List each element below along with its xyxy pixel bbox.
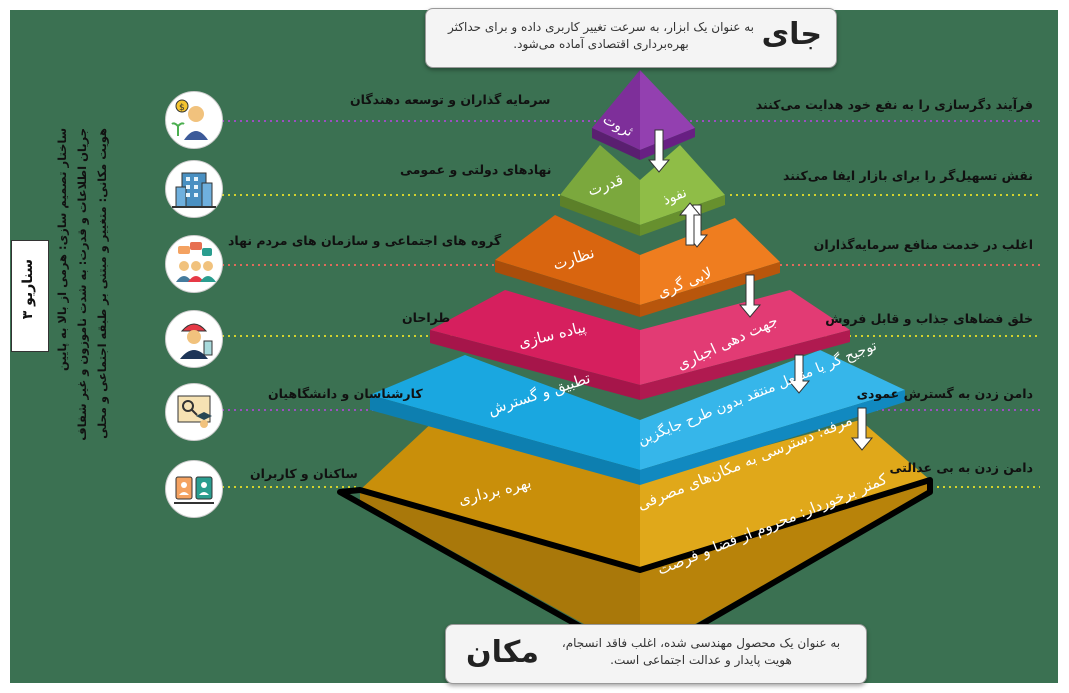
bottom-box-text: به عنوان یک محصول مهندسی شده، اغلب فاقد … (561, 636, 841, 667)
role-label-5: دامن زدن به گسترش عمودی (856, 386, 1033, 401)
layer-5-blue (370, 350, 905, 485)
layer-6-gold (337, 420, 933, 663)
role-label-2: نقش تسهیل‌گر را برای بازار ایفا می‌کنند (783, 168, 1033, 183)
top-box-text: به عنوان یک ابزار، به سرعت تغییر کاربری … (448, 20, 754, 51)
connector-lines (222, 120, 1040, 488)
top-box-title: جای (761, 17, 822, 52)
scenario-title-box: سناریو ۳ (11, 240, 49, 352)
down-arrow-3 (738, 274, 762, 318)
bottom-box-title: مکان (466, 635, 539, 670)
up-arrow-2 (678, 202, 702, 246)
bottom-info-box: مکان به عنوان یک محصول مهندسی شده، اغلب … (445, 624, 867, 684)
role-label-4: خلق فضاهای جذاب و قابل فروش (825, 311, 1033, 326)
down-arrow-5 (850, 407, 874, 451)
svg-text:$: $ (179, 103, 185, 113)
academic-icon (165, 383, 223, 441)
scenario-title: سناریو ۳ (20, 259, 36, 320)
layer-3-orange (495, 215, 780, 317)
community-icon (165, 235, 223, 293)
role-label-6: دامن زدن به بی عدالتی (889, 460, 1033, 475)
actor-label-6: ساکنان و کاربران (250, 466, 358, 481)
designer-icon (165, 310, 223, 368)
down-arrow-1 (647, 129, 671, 173)
scenario-bullet-2: جریان اطلاعات و قدرت: به شدت ناموزون و غ… (75, 128, 89, 441)
investor-icon: $ (165, 91, 223, 149)
actor-label-4: طراحان (402, 310, 451, 325)
residents-icon (165, 460, 223, 518)
top-info-box: جای به عنوان یک ابزار، به سرعت تغییر کار… (425, 8, 837, 68)
actor-label-2: نهادهای دولتی و عمومی (400, 162, 552, 177)
scenario-bullet-3: هویت مکانی: متغییر و مبتنی بر طبقه اجتما… (95, 128, 109, 439)
actor-label-1: سرمایه گذاران و توسعه دهندگان (350, 92, 551, 107)
role-label-3: اغلب در خدمت منافع سرمایه‌گذاران (813, 237, 1033, 252)
building-icon (165, 160, 223, 218)
actor-label-5: کارشناسان و دانشگاهیان (268, 386, 423, 401)
layer-1-purple (592, 70, 695, 160)
role-label-1: فرآیند دگرسازی را به نفع خود هدایت می‌کن… (755, 97, 1033, 112)
scenario-bullet-1: ساختار تصمیم سازی: هرمی از بالا به پایین (55, 128, 69, 371)
layer-4-pink (430, 290, 850, 400)
flow-arrows (647, 129, 874, 451)
down-arrow-4 (787, 354, 811, 394)
actor-label-3: گروه های اجتماعی و سازمان های مردم نهاد (228, 233, 502, 248)
